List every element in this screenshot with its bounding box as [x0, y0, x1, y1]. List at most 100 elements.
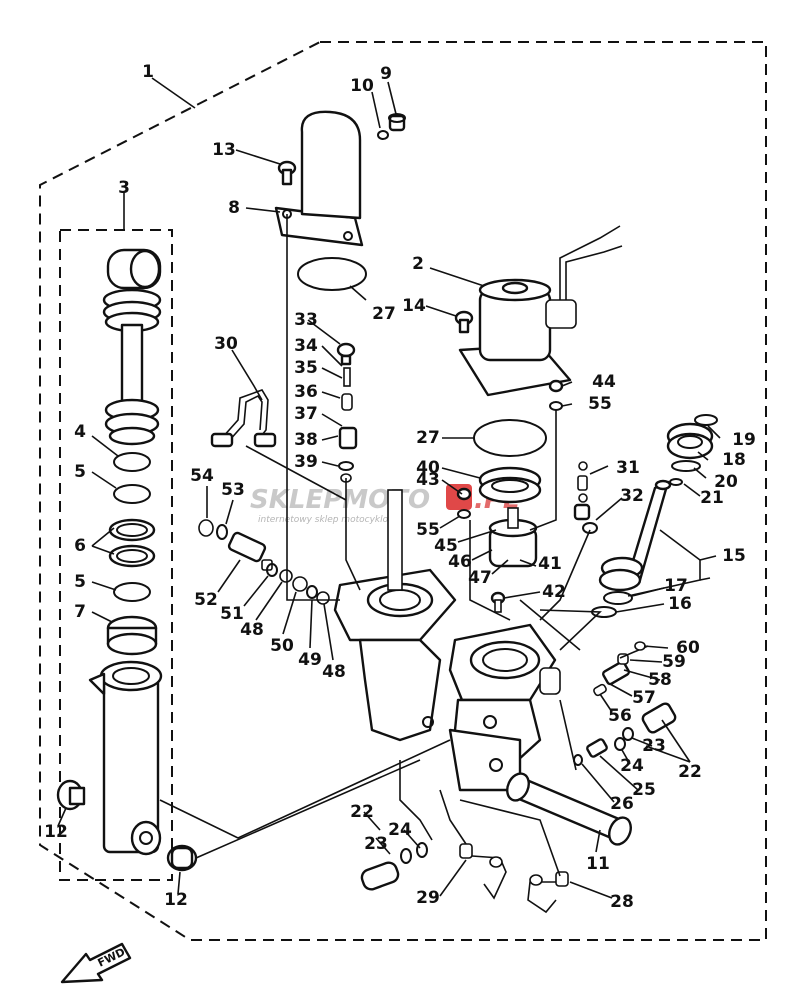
fill-plug-9 — [388, 113, 406, 132]
ring-19 — [694, 414, 718, 426]
check-valve-25-26 — [573, 738, 608, 766]
label-48-right: 48 — [322, 662, 346, 682]
valve-assembly-22 — [614, 702, 677, 751]
label-56: 56 — [608, 706, 632, 726]
label-12-right: 12 — [164, 890, 188, 910]
ring-54 — [198, 519, 214, 537]
screw-14 — [454, 310, 474, 334]
assembly-3-boundary — [59, 229, 173, 881]
label-27-upper: 27 — [372, 304, 396, 324]
label-20: 20 — [714, 472, 738, 492]
screw-44 — [548, 379, 564, 393]
label-14: 14 — [402, 296, 426, 316]
washer-55-left — [457, 509, 471, 519]
label-41: 41 — [538, 554, 562, 574]
shaft-11 — [506, 772, 632, 846]
manifold-block — [448, 623, 561, 792]
o-ring-53 — [216, 524, 228, 540]
label-55-left: 55 — [416, 520, 440, 540]
label-1: 1 — [142, 62, 154, 82]
pump-46 — [488, 507, 538, 568]
label-24-right: 24 — [620, 756, 644, 776]
label-23-right: 23 — [642, 736, 666, 756]
label-25: 25 — [632, 780, 656, 800]
label-16: 16 — [668, 594, 692, 614]
pipe-30 — [210, 389, 277, 448]
screw-42 — [490, 591, 506, 613]
label-53: 53 — [221, 480, 245, 500]
gland-nut-7 — [106, 615, 158, 656]
label-40: 40 — [416, 458, 440, 478]
forward-direction-arrow: FWD — [60, 942, 132, 984]
o-ring-21 — [669, 478, 683, 486]
hose-fitting-29 — [459, 843, 507, 900]
label-5-lower: 5 — [74, 572, 86, 592]
label-12-left: 12 — [44, 822, 68, 842]
label-43: 43 — [416, 470, 440, 490]
label-31: 31 — [616, 458, 640, 478]
o-ring-4 — [113, 452, 151, 472]
trim-rod-15 — [598, 479, 672, 592]
label-32: 32 — [620, 486, 644, 506]
label-50: 50 — [270, 636, 294, 656]
valve-23-lower — [360, 842, 428, 891]
label-29: 29 — [416, 888, 440, 908]
o-ring-5-upper — [113, 484, 151, 504]
label-52: 52 — [194, 590, 218, 610]
valve-set-31 — [573, 461, 591, 521]
gasket-27-upper — [297, 257, 367, 291]
label-19: 19 — [732, 430, 756, 450]
washer-55-right — [549, 401, 563, 411]
ring-48-left — [279, 569, 293, 583]
watermark-tagline: internetowy sklep motocyklowy — [258, 515, 401, 525]
label-48-left: 48 — [240, 620, 264, 640]
valve-body-housing — [333, 489, 457, 742]
watermark-brand-left: SKLEPMOTO — [250, 485, 430, 515]
leader-lines — [57, 77, 721, 899]
gasket-27-lower — [473, 419, 547, 457]
ring-17 — [603, 591, 633, 605]
backup-rings-6 — [108, 518, 156, 568]
label-22-right: 22 — [678, 762, 702, 782]
label-17: 17 — [664, 576, 688, 596]
label-35: 35 — [294, 358, 318, 378]
label-5-upper: 5 — [74, 462, 86, 482]
label-47: 47 — [468, 568, 492, 588]
label-39: 39 — [294, 452, 318, 472]
screw-43 — [456, 487, 472, 501]
label-27-lower: 27 — [416, 428, 440, 448]
label-42: 42 — [542, 582, 566, 602]
manual-valve-stack — [336, 342, 358, 483]
label-7: 7 — [74, 602, 86, 622]
tilt-cylinder-body — [88, 660, 163, 856]
label-45: 45 — [434, 536, 458, 556]
reservoir-cap-8 — [274, 110, 364, 247]
label-30: 30 — [214, 334, 238, 354]
label-36: 36 — [294, 382, 318, 402]
label-60: 60 — [676, 638, 700, 658]
label-49: 49 — [298, 650, 322, 670]
gland-18 — [666, 422, 714, 460]
label-55-right: 55 — [588, 394, 612, 414]
o-ring-49 — [306, 585, 318, 599]
o-ring-32 — [582, 522, 598, 534]
bushing-12-left — [56, 779, 86, 811]
label-54: 54 — [190, 466, 214, 486]
label-10: 10 — [350, 76, 374, 96]
label-24-lower: 24 — [388, 820, 412, 840]
label-51: 51 — [220, 604, 244, 624]
label-46: 46 — [448, 552, 472, 572]
label-44: 44 — [592, 372, 616, 392]
label-33: 33 — [294, 310, 318, 330]
tilt-rod-assembly — [102, 248, 162, 446]
o-ring-5-lower — [113, 582, 151, 602]
label-22-lower: 22 — [350, 802, 374, 822]
label-15: 15 — [722, 546, 746, 566]
hose-fitting-28 — [527, 871, 569, 914]
callout-labels: 1 2 3 4 5 6 5 7 8 9 10 11 12 12 13 14 15… — [44, 62, 756, 912]
assembly-1-boundary — [39, 41, 767, 941]
label-18: 18 — [722, 450, 746, 470]
label-57: 57 — [632, 688, 656, 708]
label-38: 38 — [294, 430, 318, 450]
